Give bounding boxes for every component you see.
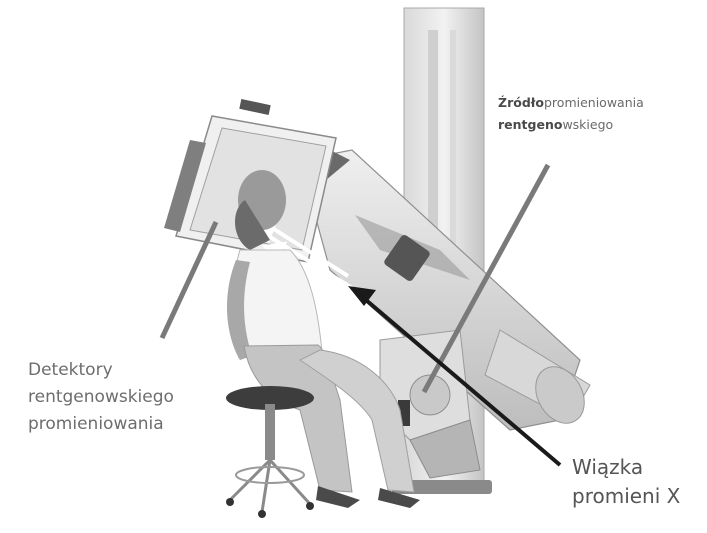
label-xray-source: Źródłopromieniowania rentgenowskiego <box>498 92 644 136</box>
stool <box>226 386 314 518</box>
label-xray-detectors: Detektory rentgenowskiego promieniowania <box>28 357 174 438</box>
label-xray-beam: Wiązka promieni X <box>572 453 680 511</box>
detector-pointer-line <box>162 222 216 338</box>
